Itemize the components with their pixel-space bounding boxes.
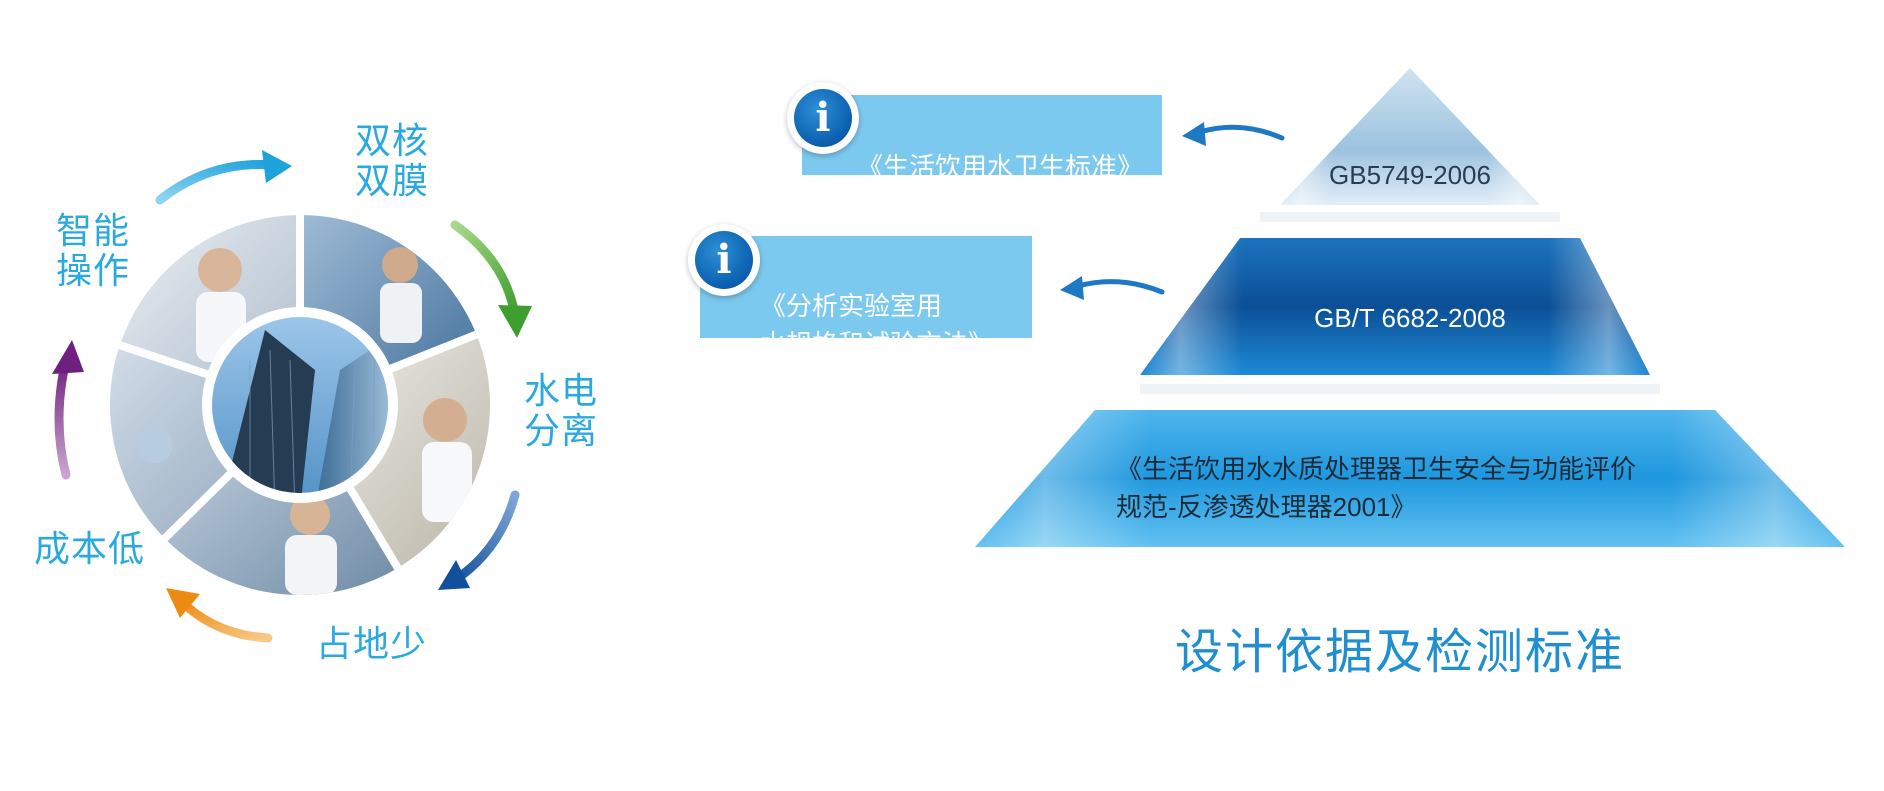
feature-water-electric-separation: 水电 分离 (524, 371, 599, 452)
person-silhouette (198, 248, 242, 292)
tier-middle-label: GB/T 6682-2008 (1314, 303, 1506, 333)
connector-arrow-2 (1075, 279, 1165, 295)
standard-callout-drinking-water: 《生活饮用水卫生标准》 (802, 95, 1162, 183)
pyramid-graphic (975, 68, 1845, 547)
center-skyscraper-image (212, 317, 388, 493)
arrow-navy-head (438, 560, 470, 590)
arrow-purple (54, 355, 71, 480)
person-silhouette (380, 283, 422, 343)
callout-text: 《生活饮用水卫生标准》 (857, 153, 1144, 183)
photo-segment-surgery (160, 405, 400, 595)
info-badge-2: i (688, 224, 760, 296)
connector-arrow-2-head (1060, 276, 1084, 300)
info-badge-1: i (787, 82, 859, 154)
arrow-navy (450, 490, 520, 585)
photo-wheel (110, 215, 490, 595)
feature-small-footprint: 占地少 (316, 624, 428, 665)
cycle-arrows (52, 150, 532, 643)
arrow-green (450, 220, 520, 320)
person-silhouette (137, 427, 173, 463)
arrow-purple-head (52, 340, 84, 374)
arrow-cyan-head (262, 150, 292, 183)
feature-dual-core: 双核 双膜 (355, 121, 430, 202)
tier-bottom-label: 《生活饮用水水质处理器卫生安全与功能评价 规范-反渗透处理器2001》 (1116, 454, 1637, 522)
arrow-cyan (155, 159, 280, 205)
info-icon: i (794, 89, 852, 147)
connector-arrow-1 (1197, 124, 1285, 141)
arrow-orange (175, 595, 273, 643)
person-silhouette (382, 247, 418, 283)
person-silhouette (285, 535, 337, 595)
connector-arrow-1-head (1182, 122, 1206, 146)
tier-top-label: GB5749-2006 (1329, 160, 1491, 190)
info-icon: i (695, 231, 753, 289)
person-silhouette (422, 442, 472, 522)
person-silhouette (290, 495, 330, 535)
feature-low-cost: 成本低 (34, 529, 146, 570)
arrow-orange-head (166, 588, 200, 618)
callout-text: 《分析实验室用 水规格和试验方法》 (760, 292, 995, 360)
feature-smart-operation: 智能 操作 (56, 211, 131, 292)
arrow-green-head (498, 305, 532, 338)
section-caption: 设计依据及检测标准 (1174, 624, 1625, 680)
person-silhouette (423, 398, 467, 442)
